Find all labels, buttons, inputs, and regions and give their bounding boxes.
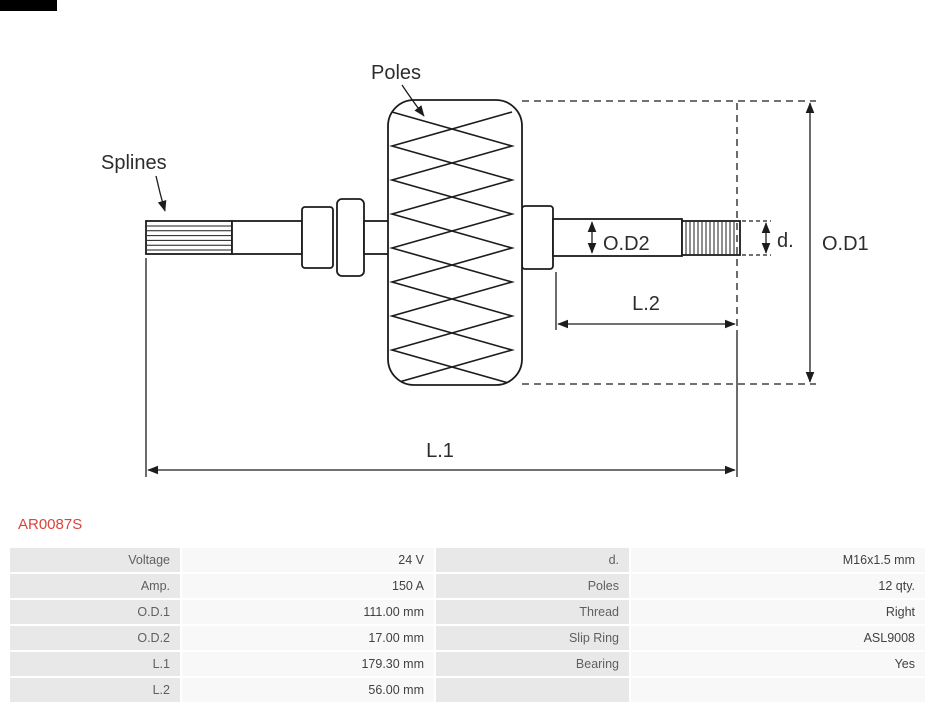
spec-label: Bearing bbox=[434, 650, 631, 678]
table-row: L.1 179.30 mm Bearing Yes bbox=[8, 650, 927, 678]
spec-label: Voltage bbox=[8, 546, 182, 574]
shaft-collar-1 bbox=[301, 206, 334, 269]
spec-label: Poles bbox=[434, 572, 631, 600]
spec-value: 111.00 mm bbox=[180, 598, 436, 626]
splined-shaft bbox=[145, 220, 233, 255]
rotor-poles-body bbox=[387, 99, 523, 386]
spec-label: Slip Ring bbox=[434, 624, 631, 652]
od1-label: O.D1 bbox=[822, 233, 869, 255]
spec-value: 17.00 mm bbox=[180, 624, 436, 652]
spec-table: Voltage 24 V d. M16x1.5 mm Amp. 150 A Po… bbox=[8, 546, 927, 704]
shaft-left bbox=[231, 220, 303, 255]
l1-label: L.1 bbox=[426, 440, 454, 462]
slip-ring-collar bbox=[521, 205, 554, 270]
part-number: AR0087S bbox=[18, 516, 83, 533]
shaft-right bbox=[552, 218, 683, 257]
od2-label: O.D2 bbox=[603, 233, 650, 255]
spec-label: L.1 bbox=[8, 650, 182, 678]
spec-value: Yes bbox=[629, 650, 927, 678]
spec-label: d. bbox=[434, 546, 631, 574]
table-row: L.2 56.00 mm bbox=[8, 676, 927, 704]
poles-label: Poles bbox=[371, 62, 421, 84]
brand-logo bbox=[0, 0, 57, 11]
table-row: Amp. 150 A Poles 12 qty. bbox=[8, 572, 927, 600]
table-row: Voltage 24 V d. M16x1.5 mm bbox=[8, 546, 927, 574]
spec-label: O.D.2 bbox=[8, 624, 182, 652]
spec-value: 12 qty. bbox=[629, 572, 927, 600]
spec-label: Amp. bbox=[8, 572, 182, 600]
spec-value: ASL9008 bbox=[629, 624, 927, 652]
threaded-end bbox=[681, 220, 741, 256]
spec-label bbox=[434, 676, 631, 704]
spec-label: Thread bbox=[434, 598, 631, 626]
rotor-technical-drawing: Poles Splines O.D2 d. O.D1 L.2 L.1 bbox=[101, 62, 869, 477]
spec-value: 24 V bbox=[180, 546, 436, 574]
d-label: d. bbox=[777, 230, 794, 252]
spec-value: 179.30 mm bbox=[180, 650, 436, 678]
spec-value: 56.00 mm bbox=[180, 676, 436, 704]
spec-value: M16x1.5 mm bbox=[629, 546, 927, 574]
spec-label: L.2 bbox=[8, 676, 182, 704]
splines-label: Splines bbox=[101, 152, 167, 174]
l2-label: L.2 bbox=[632, 293, 660, 315]
spec-value: Right bbox=[629, 598, 927, 626]
table-row: O.D.2 17.00 mm Slip Ring ASL9008 bbox=[8, 624, 927, 652]
claw-pole-pattern bbox=[389, 111, 515, 385]
poles-leader bbox=[401, 84, 425, 117]
spec-value: 150 A bbox=[180, 572, 436, 600]
shaft-neck bbox=[363, 220, 391, 255]
splines-leader bbox=[155, 175, 167, 212]
table-row: O.D.1 111.00 mm Thread Right bbox=[8, 598, 927, 626]
spec-value bbox=[629, 676, 927, 704]
spec-label: O.D.1 bbox=[8, 598, 182, 626]
shaft-collar-2 bbox=[336, 198, 365, 277]
